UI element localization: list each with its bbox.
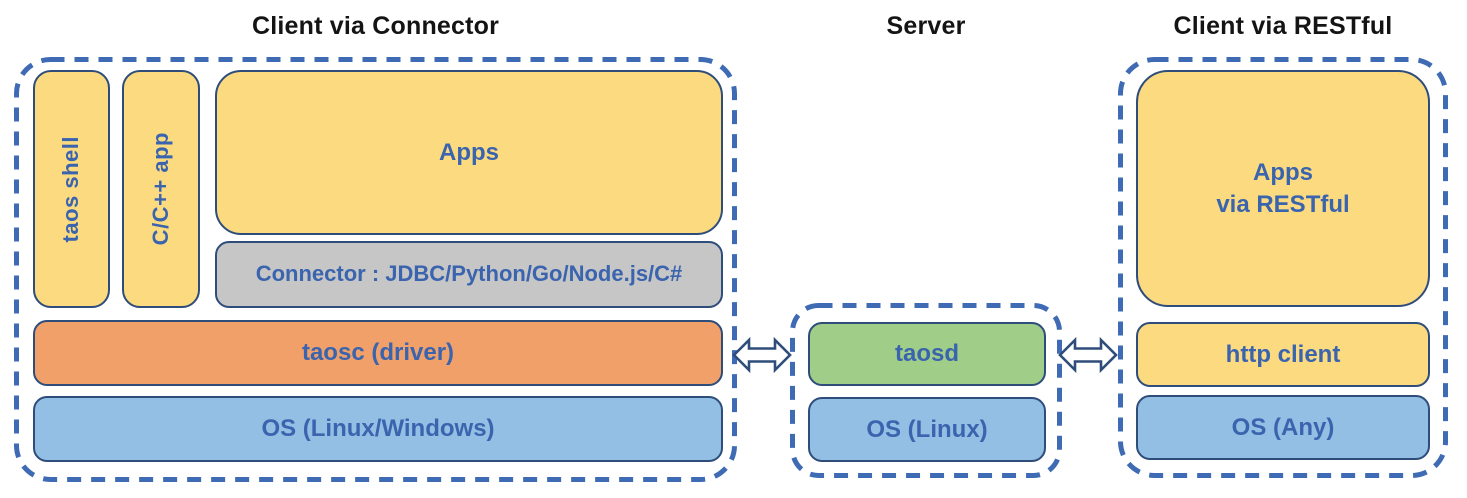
http-client-box: http client — [1136, 322, 1430, 387]
restful-client-dashed-border — [1118, 57, 1448, 478]
section-title-server: Server — [886, 12, 966, 40]
os-linux-windows-box: OS (Linux/Windows) — [33, 396, 723, 462]
taos-shell-label: taos shell — [58, 135, 84, 243]
double-arrow-icon — [732, 336, 792, 374]
c-cpp-app-box: C/C++ app — [122, 70, 200, 308]
apps-via-restful-box: Apps via RESTful — [1136, 70, 1430, 307]
os-linux-box: OS (Linux) — [808, 397, 1046, 462]
os-any-box: OS (Any) — [1136, 395, 1430, 460]
section-title-client-via-connector: Client via Connector — [251, 12, 500, 40]
connector-client-dashed-border — [14, 57, 737, 482]
taosd-box: taosd — [808, 322, 1046, 386]
taosd-label: taosd — [894, 340, 959, 368]
server-dashed-border — [790, 303, 1062, 478]
taosc-driver-label: taosc (driver) — [301, 339, 455, 367]
apps-via-restful-label-line2: via RESTful — [1216, 190, 1350, 218]
c-cpp-app-label: C/C++ app — [147, 132, 173, 246]
os-any-label: OS (Any) — [1231, 413, 1335, 441]
apps-box: Apps — [215, 70, 723, 235]
taosc-driver-box: taosc (driver) — [33, 320, 723, 386]
taos-shell-box: taos shell — [33, 70, 110, 308]
apps-via-restful-label-line1: Apps — [1252, 159, 1313, 187]
double-arrow-icon — [1058, 336, 1118, 374]
connector-label: Connector : JDBC/Python/Go/Node.js/C# — [255, 261, 683, 287]
connector-box: Connector : JDBC/Python/Go/Node.js/C# — [215, 241, 723, 308]
http-client-label: http client — [1225, 340, 1341, 368]
section-title-client-via-restful: Client via RESTful — [1173, 12, 1393, 40]
os-linux-label: OS (Linux) — [866, 415, 988, 443]
os-linux-windows-label: OS (Linux/Windows) — [261, 415, 495, 443]
apps-label: Apps — [439, 138, 499, 166]
